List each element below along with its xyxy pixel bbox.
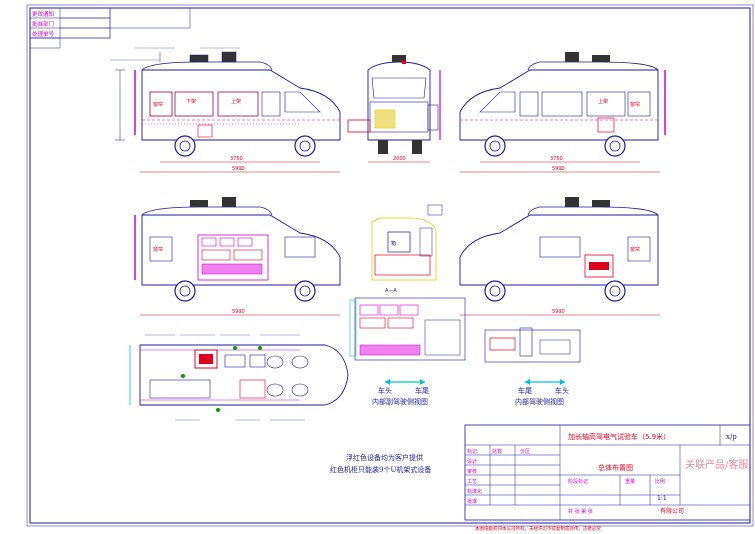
dim-side-length-1: 5990 — [232, 166, 245, 172]
van-side-view-inner-right: 窗帘 5990 — [459, 197, 660, 316]
note-line-2: 红色机柜只能装9个U机架式设备 — [330, 465, 431, 474]
caption-inner-left: 内部驾驶侧视图 — [515, 397, 564, 406]
label-xiajia-1: 下架 — [186, 99, 196, 105]
dim-front-width: 2000 — [393, 156, 406, 162]
tb-stage-label: 阶段标记 — [568, 478, 588, 485]
dim-side-wheelbase-2: 3750 — [550, 156, 563, 162]
inner-layout-passenger-side: 车头 车尾 内部副驾驶侧视图 — [349, 297, 466, 406]
tb-weight-label: 重量 — [625, 478, 635, 485]
van-plan-view — [129, 334, 349, 421]
tb-role-process: 工艺 — [467, 479, 477, 485]
title-block: 标记 处数 分区 设计 审核 工艺 标准化 批准 加长轴高驾电气试验车（5.9米… — [464, 424, 751, 521]
tb-company: 有限公司 — [660, 507, 684, 515]
note-line-1: 浮红色设备均为客户提供 — [346, 453, 423, 462]
section-label: A—A — [385, 288, 397, 294]
tb-title: 加长轴高驾电气试验车（5.9米） — [568, 432, 670, 441]
label-xiangyang: 箱 — [391, 240, 396, 247]
revision-row-1: 更改通知 — [32, 10, 54, 18]
van-side-view-left: 窗帘 下架 上架 3750 5990 — [110, 47, 341, 173]
footer-text: 本图纸版权归本公司所有，未经许可不得复制或外传，违者必究 — [475, 525, 601, 532]
van-front-view: 2000 — [347, 55, 441, 163]
dim-side-wheelbase-1: 3750 — [230, 156, 243, 162]
revision-row-3: 处理单号 — [32, 30, 55, 38]
label-shangjia-1: 上架 — [231, 98, 241, 105]
label-shangjia-2: 上架 — [598, 98, 608, 105]
dim-side-length-3: 5990 — [232, 309, 245, 315]
tb-role-standard: 标准化 — [467, 488, 482, 495]
label-chuangyu-4: 窗帘 — [630, 246, 640, 253]
tb-role-approve: 批准 — [467, 498, 477, 505]
dir-tail-2: 车尾 — [518, 386, 532, 395]
tb-sheet: x/p — [726, 433, 737, 441]
dim-side-length-2: 5990 — [552, 166, 565, 172]
caption-inner-right: 内部副驾驶侧视图 — [372, 397, 428, 406]
tb-scale: 1:1 — [657, 495, 667, 502]
dir-tail-1: 车尾 — [415, 386, 429, 395]
revision-row-2: 批准部门 — [32, 20, 54, 28]
tb-page-label: 共 张 第 张 — [568, 508, 593, 515]
tb-cell-count: 处数 — [492, 448, 502, 455]
label-chuangyu-1: 窗帘 — [153, 101, 163, 108]
tb-cell-mark: 标记 — [467, 448, 477, 455]
tb-scale-label: 比例 — [655, 478, 665, 485]
dir-head-1: 车头 — [378, 386, 392, 395]
tb-subtitle: 总体布置图 — [598, 463, 633, 472]
tb-cell-zone: 分区 — [520, 448, 530, 455]
dir-head-2: 车头 — [555, 386, 569, 395]
revision-block: 更改通知 批准部门 处理单号 — [29, 7, 191, 49]
van-side-view-right: 窗帘 上架 3750 5990 — [459, 52, 666, 173]
tb-role-design: 设计 — [467, 458, 477, 465]
van-side-view-inner-left: 窗帘 5990 — [134, 197, 341, 316]
tb-stamp: 关联产品/客服 — [685, 458, 748, 471]
label-chuangyu-3: 窗帘 — [153, 246, 163, 253]
label-chuangyu-2: 窗帘 — [630, 101, 640, 108]
section-detail-center: 箱 A—A — [371, 204, 443, 294]
inner-layout-driver-side: 车尾 车头 内部驾驶侧视图 — [484, 327, 581, 406]
dim-side-length-4: 5990 — [552, 309, 565, 315]
tb-role-review: 审核 — [467, 468, 477, 475]
